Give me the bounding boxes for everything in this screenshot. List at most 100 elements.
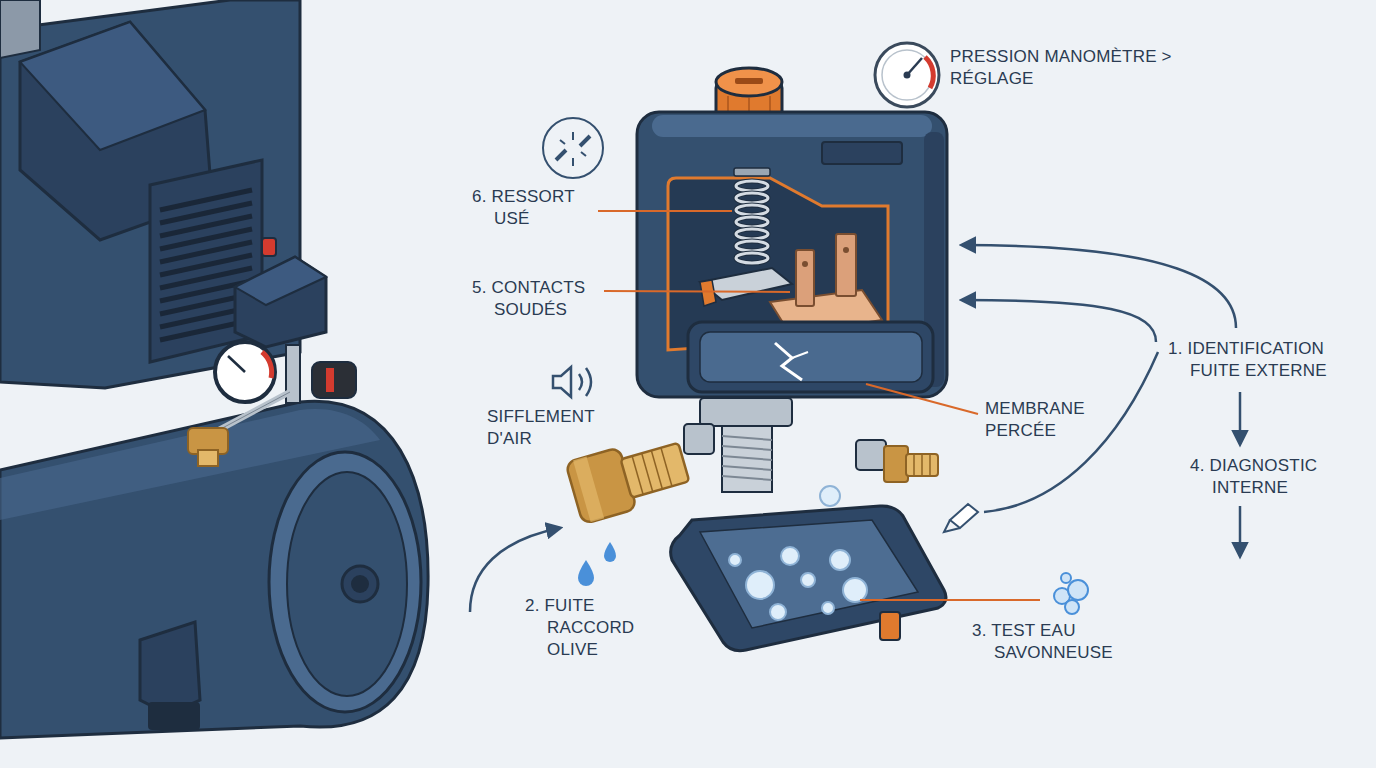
spring bbox=[736, 193, 768, 203]
spring bbox=[736, 217, 768, 227]
bubbles-icon bbox=[1061, 573, 1071, 583]
pressure-switch bbox=[700, 280, 716, 306]
compressor bbox=[198, 450, 218, 466]
bottom-plate bbox=[729, 554, 741, 566]
pressure-switch bbox=[722, 456, 772, 460]
bottom-plate bbox=[880, 612, 900, 640]
symptom-label: SIFFLEMENT D'AIR bbox=[487, 406, 607, 450]
spring bbox=[736, 205, 768, 215]
pressure-switch bbox=[722, 436, 772, 480]
compressor bbox=[262, 352, 272, 378]
bottom-plate bbox=[671, 506, 946, 651]
bottom-plate bbox=[822, 602, 834, 614]
label-holder: 6. RESSORT USÉ bbox=[472, 186, 599, 230]
speaker-icon bbox=[579, 374, 582, 390]
pressure-switch bbox=[929, 454, 931, 476]
flow-arrows bbox=[984, 352, 1158, 512]
compressor bbox=[0, 0, 40, 58]
pressure-switch bbox=[716, 68, 782, 96]
pressure-switch bbox=[637, 112, 947, 397]
setting-note: PRESSION MANOMÈTRE > RÉGLAGE bbox=[950, 46, 1180, 90]
bottom-plate bbox=[801, 573, 815, 587]
welded-contacts bbox=[796, 250, 814, 306]
speaker-icon bbox=[553, 367, 571, 397]
pressure-switch bbox=[914, 454, 930, 476]
olive-fitting bbox=[632, 456, 643, 494]
label-holder: 1. IDENTIFICATION FUITE EXTERNE bbox=[1168, 338, 1360, 382]
membrane bbox=[688, 322, 933, 392]
speaker-icon bbox=[553, 367, 591, 397]
label-holder: MEMBRANE PERCÉE bbox=[985, 398, 1105, 442]
compressor bbox=[140, 622, 200, 714]
gauge-icon bbox=[904, 72, 911, 79]
probe-icon bbox=[944, 504, 978, 532]
spring bbox=[736, 241, 768, 251]
spring bbox=[736, 217, 768, 227]
compressor bbox=[326, 368, 334, 392]
olive-fitting bbox=[632, 448, 672, 495]
pressure-switch bbox=[822, 142, 902, 164]
spring bbox=[736, 181, 768, 191]
compressor bbox=[235, 257, 326, 305]
olive-fitting bbox=[651, 451, 662, 489]
welded-contacts bbox=[802, 261, 808, 267]
gauge-icon bbox=[925, 57, 933, 88]
leader-lines bbox=[866, 384, 978, 414]
pressure-switch bbox=[722, 466, 772, 470]
flow-arrows bbox=[1239, 506, 1242, 556]
compressor bbox=[287, 472, 407, 696]
worn-spring-icon bbox=[543, 118, 603, 178]
pressure-switch bbox=[856, 440, 886, 470]
worn-spring-icon bbox=[543, 118, 603, 178]
label-holder: 5. CONTACTS SOUDÉS bbox=[472, 277, 609, 321]
pressure-switch bbox=[722, 476, 772, 480]
bottom-plate bbox=[830, 550, 850, 570]
bottom-plate bbox=[843, 578, 867, 602]
compressor bbox=[312, 362, 356, 398]
water-drops bbox=[578, 542, 616, 586]
label-holder: 2. FUITE RACCORD OLIVE bbox=[525, 595, 647, 661]
olive-fitting bbox=[621, 443, 690, 498]
pressure-switch bbox=[820, 486, 840, 506]
callout-label: 3. TEST EAU SAVONNEUSE bbox=[972, 620, 1134, 664]
compressor bbox=[235, 257, 326, 347]
worn-spring-icon bbox=[560, 132, 586, 166]
pressure-switch bbox=[906, 454, 938, 476]
spring bbox=[736, 253, 768, 263]
spring bbox=[736, 193, 768, 203]
pressure-switch bbox=[700, 398, 792, 426]
compressor bbox=[351, 575, 369, 593]
callout-label: 6. RESSORT USÉ bbox=[472, 186, 599, 230]
membrane bbox=[700, 332, 922, 382]
flow-arrows bbox=[962, 300, 1156, 342]
flow-arrows bbox=[470, 245, 1240, 612]
compressor bbox=[342, 566, 378, 602]
bubbles-icon bbox=[1068, 580, 1088, 600]
speaker-icon bbox=[586, 368, 591, 396]
olive-fitting bbox=[661, 448, 672, 486]
bubbles-icon bbox=[1065, 600, 1079, 614]
bottom-plate bbox=[671, 506, 946, 651]
membrane bbox=[688, 322, 933, 392]
probe-icon bbox=[944, 520, 960, 532]
membrane bbox=[775, 343, 802, 380]
bottom-plate bbox=[746, 571, 774, 599]
spring bbox=[734, 168, 770, 176]
label-holder: PRESSION MANOMÈTRE > RÉGLAGE bbox=[950, 46, 1180, 90]
pressure-switch bbox=[722, 436, 772, 440]
olive-fitting bbox=[565, 431, 692, 524]
pressure-switch bbox=[884, 446, 908, 482]
welded-contacts bbox=[770, 234, 882, 334]
water-drops bbox=[604, 542, 616, 562]
compressor bbox=[262, 238, 276, 256]
step-label: 4. DIAGNOSTIC INTERNE bbox=[1190, 455, 1342, 499]
probe-icon bbox=[950, 504, 978, 528]
leader-lines bbox=[598, 210, 732, 212]
welded-contacts bbox=[843, 247, 849, 253]
gauge-icon bbox=[875, 43, 939, 107]
leader-lines bbox=[860, 599, 1040, 601]
spring bbox=[736, 181, 768, 191]
label-holder: 4. DIAGNOSTIC INTERNE bbox=[1190, 455, 1342, 499]
gauge-icon bbox=[875, 43, 939, 107]
